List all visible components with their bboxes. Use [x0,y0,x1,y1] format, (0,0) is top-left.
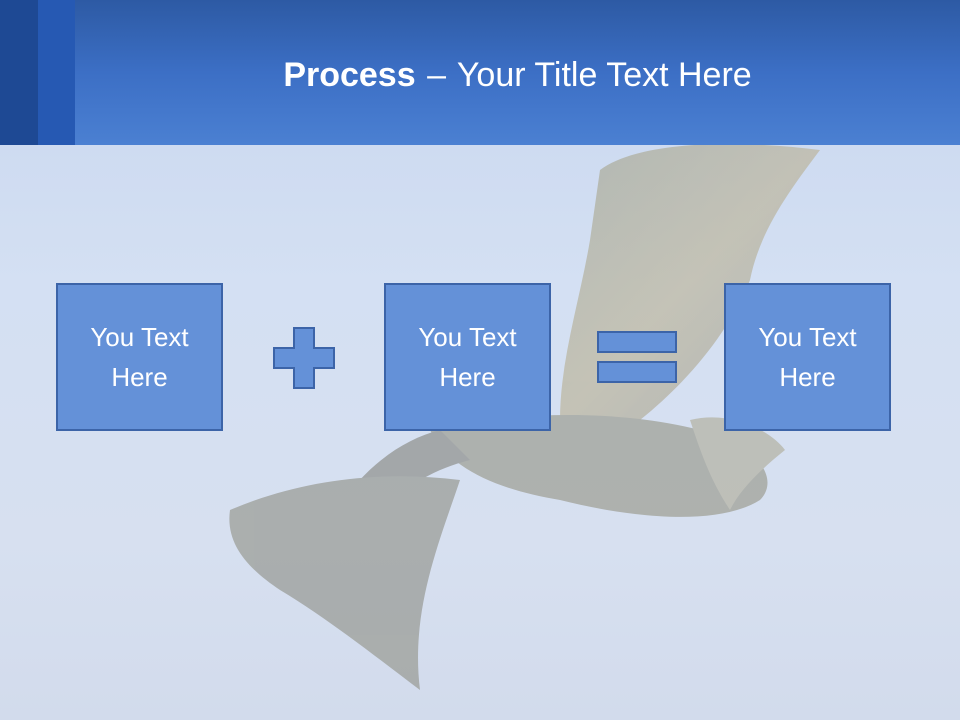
process-box-3-text: You Text Here [758,322,857,392]
title-rest: Your Title Text Here [456,56,752,94]
process-box-3: You Text Here [724,283,891,431]
process-box-1: You Text Here [56,283,223,431]
process-box-2: You Text Here [384,283,551,431]
header-stripe-mid [38,0,75,145]
equals-icon [597,331,677,383]
title-bold-part: Process [283,56,416,94]
title-dash: – [427,56,447,94]
header-stripe-dark [0,0,38,145]
process-box-1-text: You Text Here [90,322,189,392]
slide-title: Process – Your Title Text Here [75,52,960,98]
process-box-2-text: You Text Here [418,322,517,392]
header-band: Process – Your Title Text Here [0,0,960,145]
plus-icon [273,327,335,389]
